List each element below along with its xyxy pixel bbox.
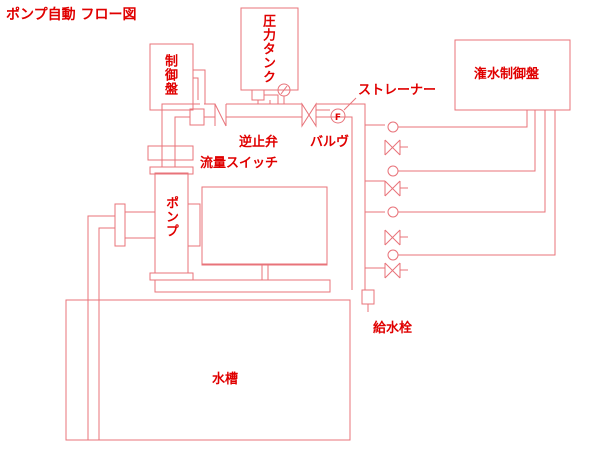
pressure-gauge-needle [280,85,288,95]
pump-bottom-cap [149,272,194,281]
flow-meter [330,108,346,124]
pump-label: ポンプ [163,196,178,238]
irrigation-panel-box [454,39,571,111]
pump-motor [187,203,201,247]
control-panel-box [149,43,194,111]
header-feed [316,103,366,290]
pressure-tank-label: 圧力タンク [260,14,275,84]
hydrant-label: 給水栓 [373,321,413,336]
flow-meter-letter: F [335,113,341,123]
pump-inlet-coupling [124,211,156,239]
water-tank [65,299,351,441]
check-valve [204,103,227,127]
pump-inlet-flange [114,203,126,247]
main-pipe-top [226,103,302,118]
strainer-label: ストレーナー [358,83,437,98]
discharge-riser [161,103,200,146]
irrigation-control-wires [398,110,556,256]
branch-group [365,121,408,279]
pressure-tank-pipe [257,94,279,104]
pressure-tank-box [240,7,299,91]
suction-pipe [87,215,115,440]
check-valve-label: 逆止弁 [239,135,279,150]
main-valve [301,102,317,128]
pump-base [154,279,331,293]
hydrant-body [361,289,375,305]
monitor-box [201,186,328,266]
irrigation-panel-label: 潅水制御盤 [474,67,540,82]
discharge-pipe [161,138,176,167]
pressure-tank-neck [251,89,265,101]
monitor-stand [202,263,327,280]
valve-label: バルヴ [310,135,350,150]
flow-switch-label: 流量スイッチ [200,156,279,171]
page-title: ポンプ自動 フロー図 [6,7,137,23]
pump-top-cap [149,166,194,175]
control-panel-wire [193,69,206,104]
flow-switch-box [189,108,205,126]
water-tank-label: 水槽 [212,372,239,387]
discharge-flange [147,145,194,161]
control-panel-label: 制御盤 [162,54,177,96]
